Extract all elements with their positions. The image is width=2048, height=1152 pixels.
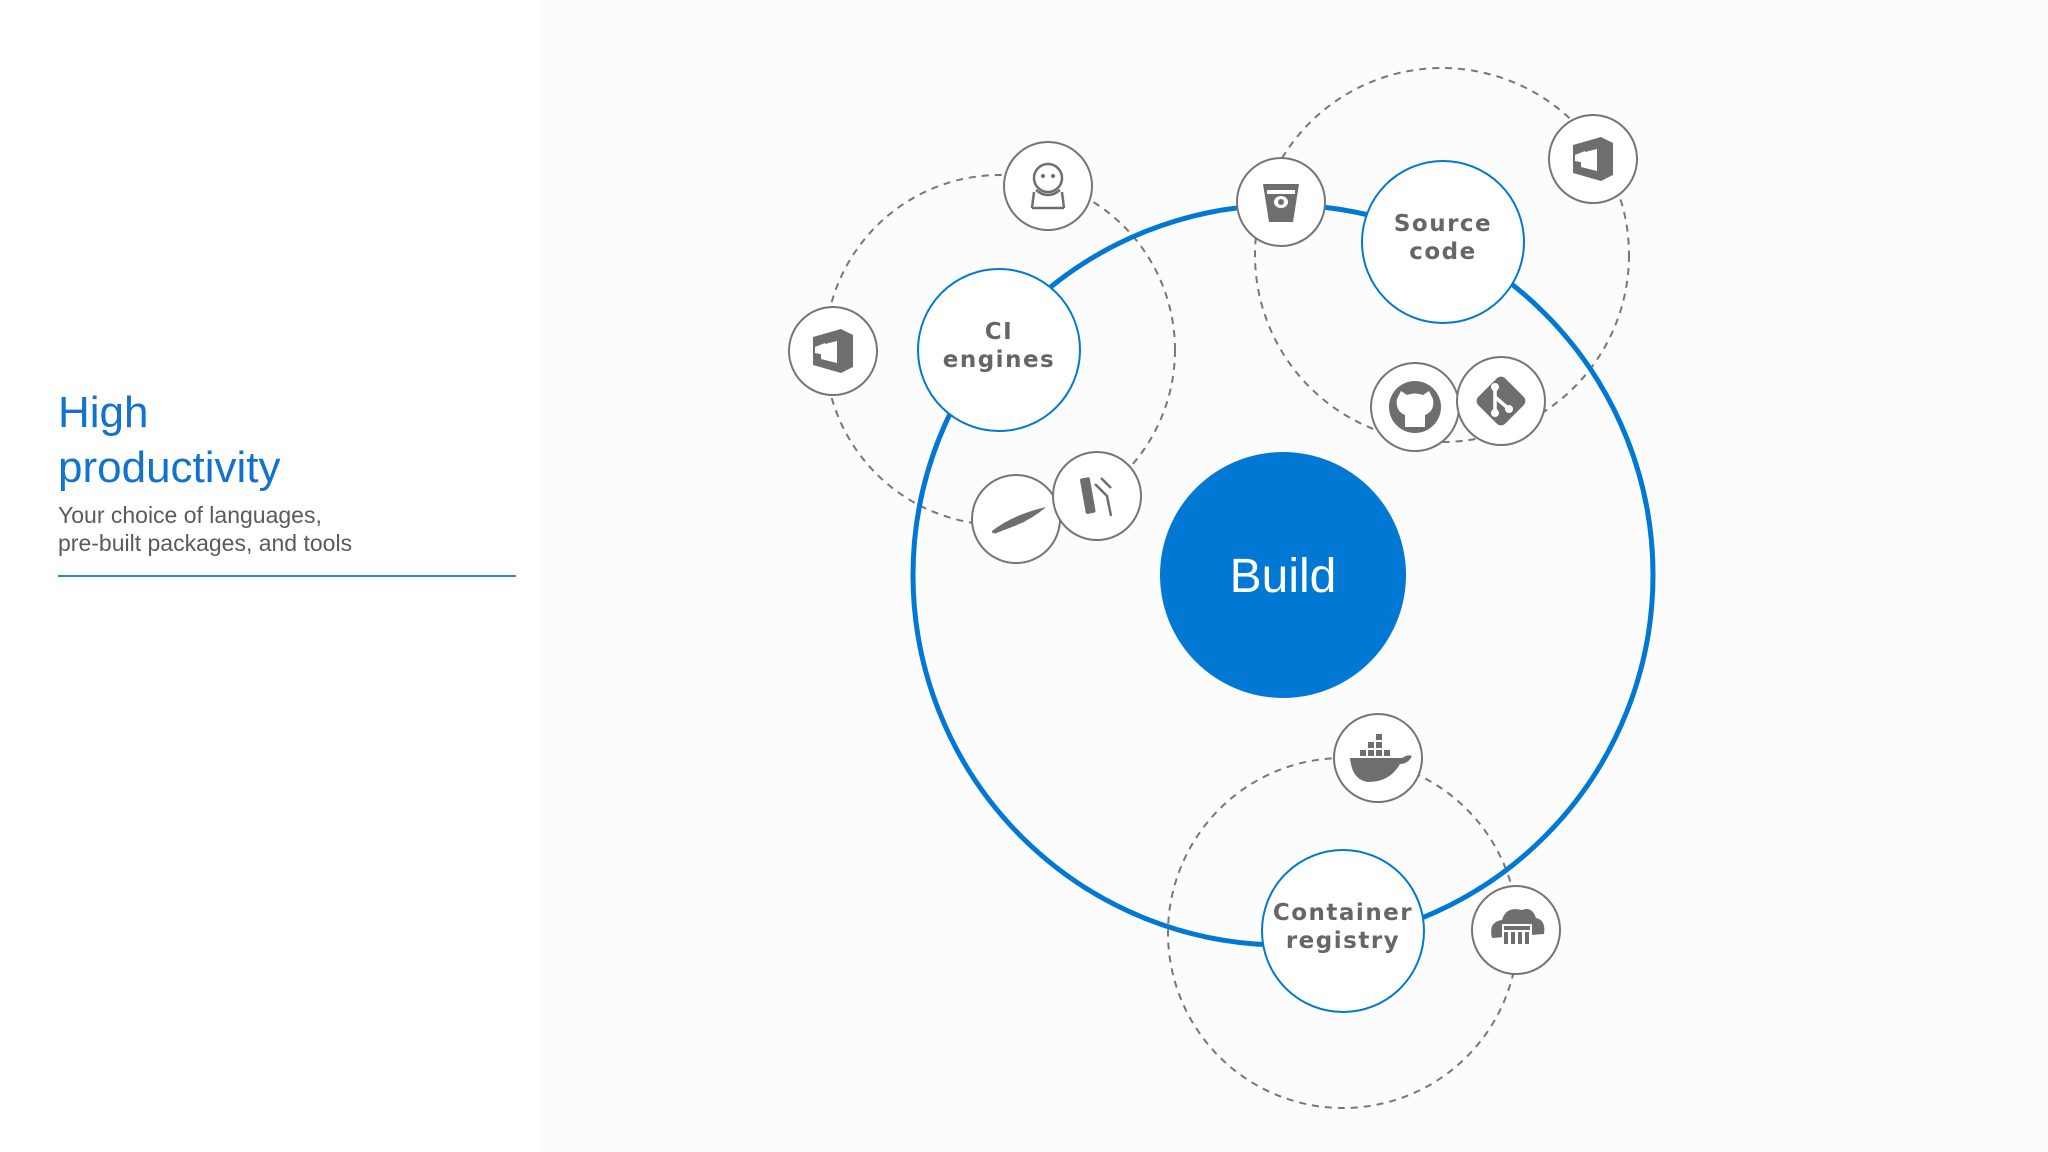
apache-feather-icon[interactable]: [971, 474, 1061, 564]
jenkins-icon[interactable]: [1003, 141, 1093, 231]
visual-studio-team-services-icon[interactable]: [788, 306, 878, 396]
node-label-line: registry: [1286, 928, 1400, 954]
git-icon[interactable]: [1456, 356, 1546, 446]
build-node[interactable]: [1160, 452, 1406, 698]
knife-tool-icon[interactable]: [1052, 451, 1142, 541]
node-label-line: CI: [985, 319, 1013, 345]
node-label-line: Container: [1273, 900, 1413, 926]
build-label: Build: [1230, 550, 1337, 603]
sidebar: High productivity Your choice of languag…: [58, 385, 518, 577]
github-icon[interactable]: [1370, 362, 1460, 452]
source-cluster-ring: [1254, 67, 1630, 443]
node-label-line: engines: [943, 347, 1055, 373]
slide-subtitle: Your choice of languages, pre-built pack…: [58, 502, 353, 556]
divider-line: [58, 575, 516, 577]
visual-studio-team-services-icon[interactable]: [1548, 114, 1638, 204]
docker-icon[interactable]: [1333, 713, 1423, 803]
azure-container-registry-icon[interactable]: [1471, 885, 1561, 975]
bitbucket-icon[interactable]: [1236, 157, 1326, 247]
node-label-line: Source: [1394, 211, 1492, 237]
slide-title: High productivity: [58, 388, 281, 492]
node-label-line: code: [1409, 239, 1477, 265]
